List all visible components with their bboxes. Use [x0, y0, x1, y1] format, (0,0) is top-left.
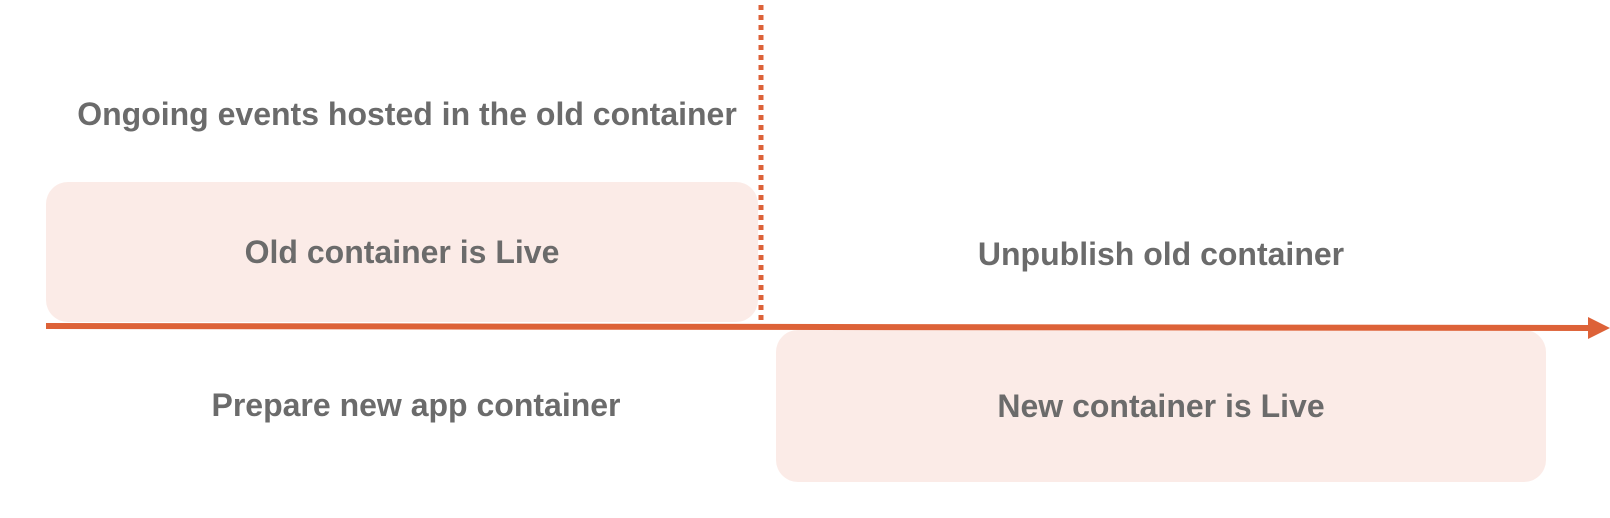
arrow-right-icon — [1588, 317, 1610, 339]
old-container-live-box: Old container is Live — [46, 182, 758, 322]
ongoing-events-label: Ongoing events hosted in the old contain… — [77, 96, 737, 132]
prepare-new-container-label: Prepare new app container — [211, 387, 621, 423]
unpublish-old-container-label: Unpublish old container — [977, 236, 1345, 272]
timeline-axis — [45, 323, 1591, 331]
new-container-live-box: New container is Live — [776, 330, 1546, 482]
new-container-live-label: New container is Live — [997, 388, 1325, 424]
old-container-live-label: Old container is Live — [244, 234, 560, 270]
